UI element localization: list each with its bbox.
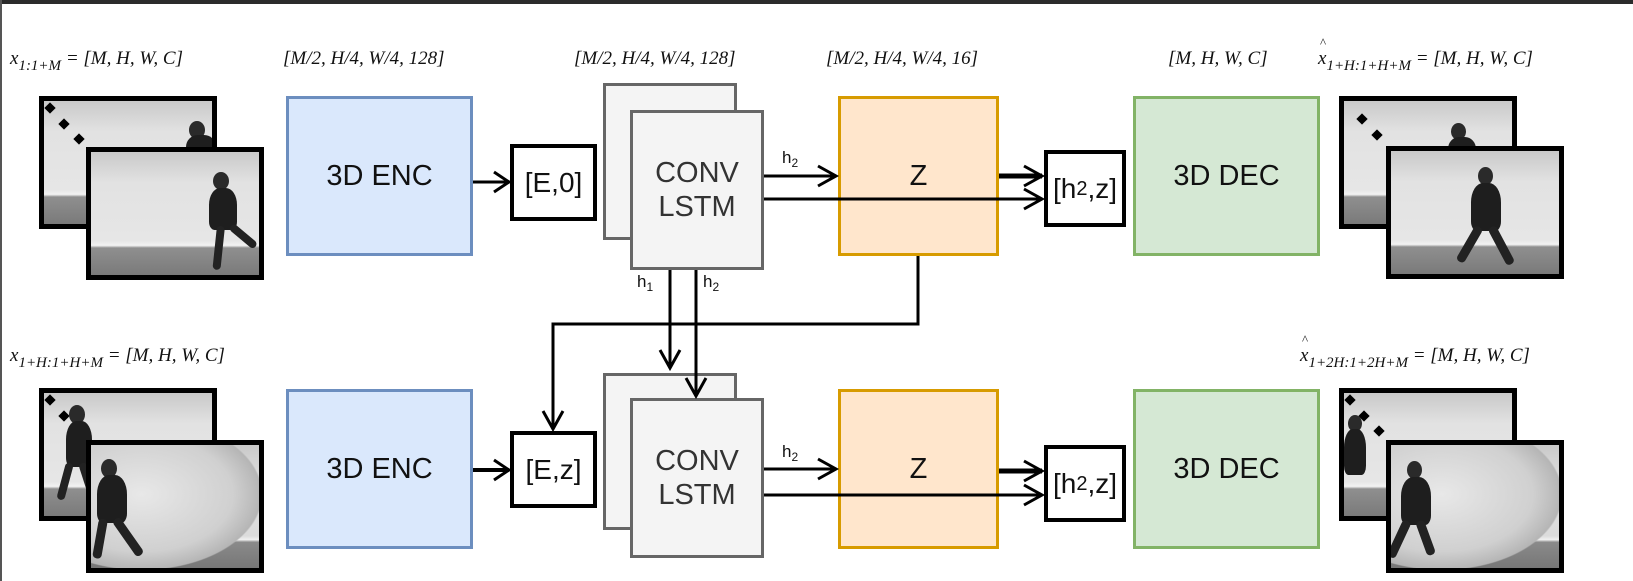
arrowhead-h2-down — [684, 377, 708, 400]
top-z-shape-label: [M/2, H/4, W/4, 16] — [826, 48, 978, 69]
bottom-input-frame-front — [86, 440, 264, 573]
h1-state-label: h1 — [637, 272, 654, 294]
arrow-z-feedback — [551, 256, 920, 429]
bottom-3d-decoder-block: 3D DEC — [1133, 389, 1320, 549]
arrowhead-enc-to-concat-top — [493, 170, 512, 194]
arrowhead-lstm-h2-to-z-top — [817, 164, 840, 188]
bottom-h2-label: h2 — [782, 442, 799, 464]
arrowhead-lstm-h2-to-z-bottom — [817, 457, 840, 481]
arrowhead-z-to-concat-bottom — [1023, 459, 1046, 483]
arrowhead-lstm-to-concat-top — [1023, 187, 1046, 211]
top-concat-input-block: [E,0] — [510, 144, 597, 221]
bottom-concat-input-block: [E,z] — [510, 431, 597, 508]
arrowhead-h1-down — [658, 349, 682, 372]
bottom-output-shape-label: x1+2H:1+2H+M = [M, H, W, C] — [1300, 332, 1530, 372]
top-z-block: Z — [838, 96, 999, 256]
top-lstm-shape-label: [M/2, H/4, W/4, 128] — [574, 48, 736, 69]
top-output-shape-label: x1+H:1+H+M = [M, H, W, C] — [1318, 35, 1533, 75]
top-decoder-shape-label: [M, H, W, C] — [1168, 48, 1268, 69]
window-top-border — [0, 0, 1633, 4]
arrowhead-z-to-concat-top — [1023, 164, 1046, 188]
arrowhead-lstm-to-concat-bottom — [1023, 483, 1046, 507]
bottom-input-shape-label: x1+H:1+H+M = [M, H, W, C] — [10, 345, 225, 371]
top-3d-encoder-block: 3D ENC — [286, 96, 473, 256]
h2-state-label: h2 — [703, 272, 720, 294]
top-output-frame-front — [1386, 146, 1564, 279]
top-h2-label: h2 — [782, 148, 799, 170]
top-input-frame-front — [86, 147, 264, 280]
top-input-shape-label: x1:1+M = [M, H, W, C] — [10, 48, 183, 74]
arrowhead-z-feedback — [541, 410, 565, 433]
top-3d-decoder-block: 3D DEC — [1133, 96, 1320, 256]
top-encoder-shape-label: [M/2, H/4, W/4, 128] — [283, 48, 445, 69]
arrowhead-enc-to-concat-bottom — [493, 458, 512, 482]
bottom-z-block: Z — [838, 389, 999, 549]
window-left-border — [0, 0, 2, 581]
bottom-3d-encoder-block: 3D ENC — [286, 389, 473, 549]
bottom-output-frame-front — [1386, 440, 1564, 573]
